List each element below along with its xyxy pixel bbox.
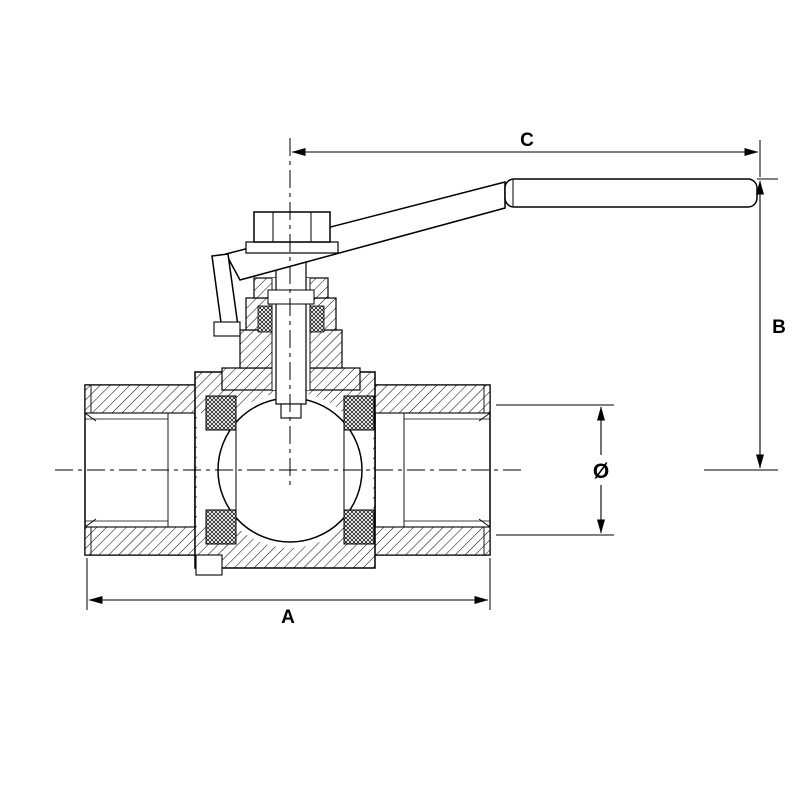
valve-body [84, 178, 758, 576]
stem-tip [280, 403, 302, 419]
dimension-diameter [496, 404, 617, 536]
handle-arm [224, 181, 506, 281]
centerlines [55, 138, 525, 486]
dimension-a [86, 558, 491, 610]
valve-seats [205, 395, 375, 545]
dimensions [86, 140, 778, 610]
dim-label-a: A [281, 607, 295, 628]
dimension-b [704, 178, 778, 471]
washer [245, 241, 339, 254]
stem-assembly [221, 235, 361, 419]
dimension-labels: C B Ø A [281, 130, 786, 628]
hex-nut [253, 211, 331, 243]
packing-ring-right [309, 305, 325, 333]
dim-label-c: C [520, 130, 534, 151]
packing-ring-left [257, 305, 273, 333]
dimension-c [291, 140, 761, 177]
bottom-stop-lug [195, 554, 223, 576]
dim-label-diameter: Ø [593, 460, 609, 483]
handle [211, 178, 758, 337]
stop-foot [213, 321, 241, 337]
handle-grip [504, 178, 758, 208]
dim-label-b: B [772, 317, 786, 338]
stem-collar [267, 289, 315, 305]
stem-nut [245, 211, 339, 254]
